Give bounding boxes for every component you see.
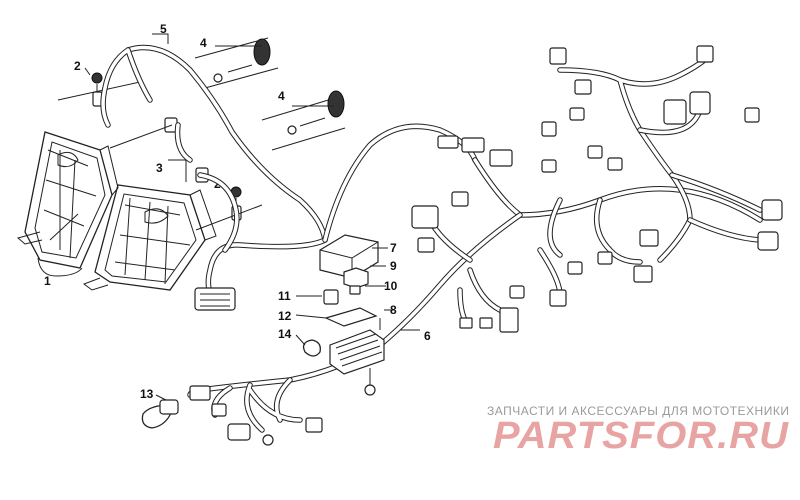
bracket-part-12 bbox=[324, 307, 378, 327]
callout-7: 7 bbox=[390, 241, 397, 255]
relay-part-9 bbox=[343, 267, 369, 289]
callout-5: 5 bbox=[160, 22, 167, 36]
callout-4-lower: 4 bbox=[278, 89, 285, 103]
adjuster-knob-lower bbox=[261, 90, 346, 151]
callout-13: 13 bbox=[140, 387, 154, 401]
callout-4-upper: 4 bbox=[200, 36, 207, 50]
harness-headlight-part-5 bbox=[100, 44, 513, 311]
headlight-left bbox=[16, 131, 119, 269]
watermark-logo: PARTSFOR.RU bbox=[493, 415, 790, 456]
callout-9: 9 bbox=[390, 259, 397, 273]
callout-leader-1 bbox=[37, 257, 83, 277]
harness-main-part-6 bbox=[187, 45, 783, 446]
relay-part-10 bbox=[349, 285, 361, 295]
headlight-right bbox=[82, 184, 217, 291]
bulb-socket-upper bbox=[91, 72, 103, 107]
callout-3: 3 bbox=[156, 161, 163, 175]
watermark-brand: PARTSFOR.RU bbox=[493, 415, 790, 456]
callout-2-upper: 2 bbox=[74, 59, 81, 73]
fuse-block-part-8 bbox=[329, 329, 385, 375]
callout-8: 8 bbox=[390, 303, 397, 317]
callout-1: 1 bbox=[44, 274, 51, 288]
callout-11: 11 bbox=[278, 289, 291, 303]
fuse-box-cover-part-7 bbox=[319, 234, 379, 279]
adjuster-knob-upper bbox=[194, 37, 279, 89]
cap-strap-part-13 bbox=[141, 399, 179, 429]
callout-14: 14 bbox=[278, 327, 292, 341]
callout-10: 10 bbox=[384, 279, 398, 293]
watermark-tagline: ЗАПЧАСТИ И АКСЕССУАРЫ ДЛЯ МОТОТЕХНИКИ bbox=[487, 404, 790, 418]
tie-strap-part-14 bbox=[302, 339, 321, 357]
relay-part-11 bbox=[323, 289, 339, 305]
callout-12: 12 bbox=[278, 309, 292, 323]
callout-6: 6 bbox=[424, 329, 431, 343]
